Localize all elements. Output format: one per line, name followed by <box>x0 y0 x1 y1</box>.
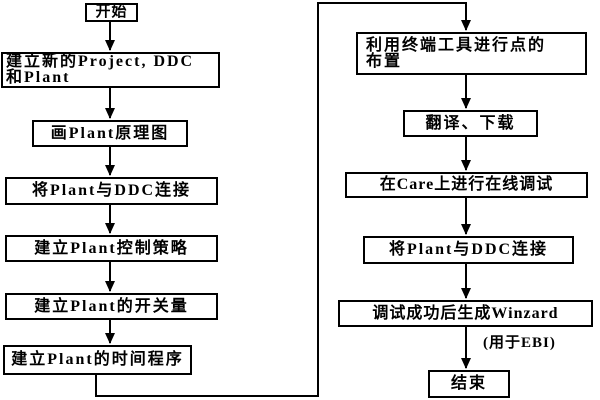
flow-node-generate-winzard: 调试成功后生成Winzard <box>338 300 593 327</box>
connector-left-to-right-column <box>95 2 471 397</box>
flow-node-end: 结束 <box>428 370 510 398</box>
flow-node-plant-time-program: 建立Plant的时间程序 <box>3 345 192 375</box>
flow-node-terminal-tool-points: 利用终端工具进行点的 布置 <box>356 32 587 75</box>
note-for-ebi: (用于EBI) <box>483 335 556 351</box>
flow-node-draw-plant-diagram: 画Plant原理图 <box>32 120 188 147</box>
flow-node-start: 开始 <box>85 3 138 22</box>
flow-node-plant-control-strategy: 建立Plant控制策略 <box>5 235 218 262</box>
flow-node-create-project-ddc-plant: 建立新的Project, DDC 和Plant <box>1 52 220 88</box>
flow-node-plant-switch-quantity: 建立Plant的开关量 <box>5 293 218 320</box>
flow-node-care-online-debug: 在Care上进行在线调试 <box>345 172 588 198</box>
flow-node-translate-download: 翻译、下载 <box>403 110 538 137</box>
flow-node-connect-plant-ddc: 将Plant与DDC连接 <box>5 177 218 205</box>
flow-node-connect-plant-ddc-2: 将Plant与DDC连接 <box>363 236 574 264</box>
